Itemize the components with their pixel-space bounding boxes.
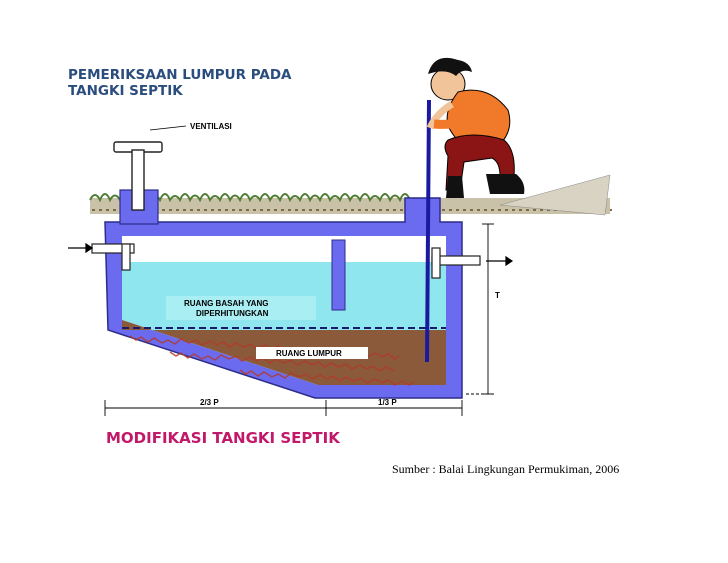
wet-space-label-line2: DIPERHITUNGKAN (196, 309, 269, 318)
ground-grass (89, 174, 612, 216)
worker-figure (426, 57, 525, 198)
diagram-title-line2: TANGKI SEPTIK (68, 83, 183, 99)
height-dimension (466, 223, 494, 395)
dim-right-label: 1/3 P (378, 398, 397, 407)
outlet-pipe (431, 247, 481, 279)
measuring-rod (425, 99, 431, 363)
height-label: T (495, 291, 500, 300)
subtitle-clip-mask (100, 418, 380, 431)
dim-left-label: 2/3 P (200, 398, 219, 407)
air-space-label: RUANG BEBAS AIR (200, 244, 275, 253)
inlet-arrow (68, 242, 94, 254)
ventilation-pipe (113, 141, 163, 211)
sludge-label: RUANG LUMPUR (276, 349, 342, 358)
sludge-label-box (256, 347, 368, 359)
wet-space-label-line1: RUANG BASAH YANG (184, 299, 268, 308)
wet-space-label-box (166, 296, 316, 320)
outlet-arrow (486, 255, 514, 267)
baffle-wall (331, 239, 346, 311)
diagram-subtitle: MODIFIKASI TANGKI SEPTIK (106, 429, 341, 447)
diagram-title-line1: PEMERIKSAAN LUMPUR PADA (68, 67, 292, 83)
ventilation-label: VENTILASI (190, 122, 232, 131)
ventilation-leader (149, 125, 187, 131)
source-caption: Sumber : Balai Lingkungan Permukiman, 20… (392, 462, 620, 476)
length-dimension (104, 400, 463, 416)
